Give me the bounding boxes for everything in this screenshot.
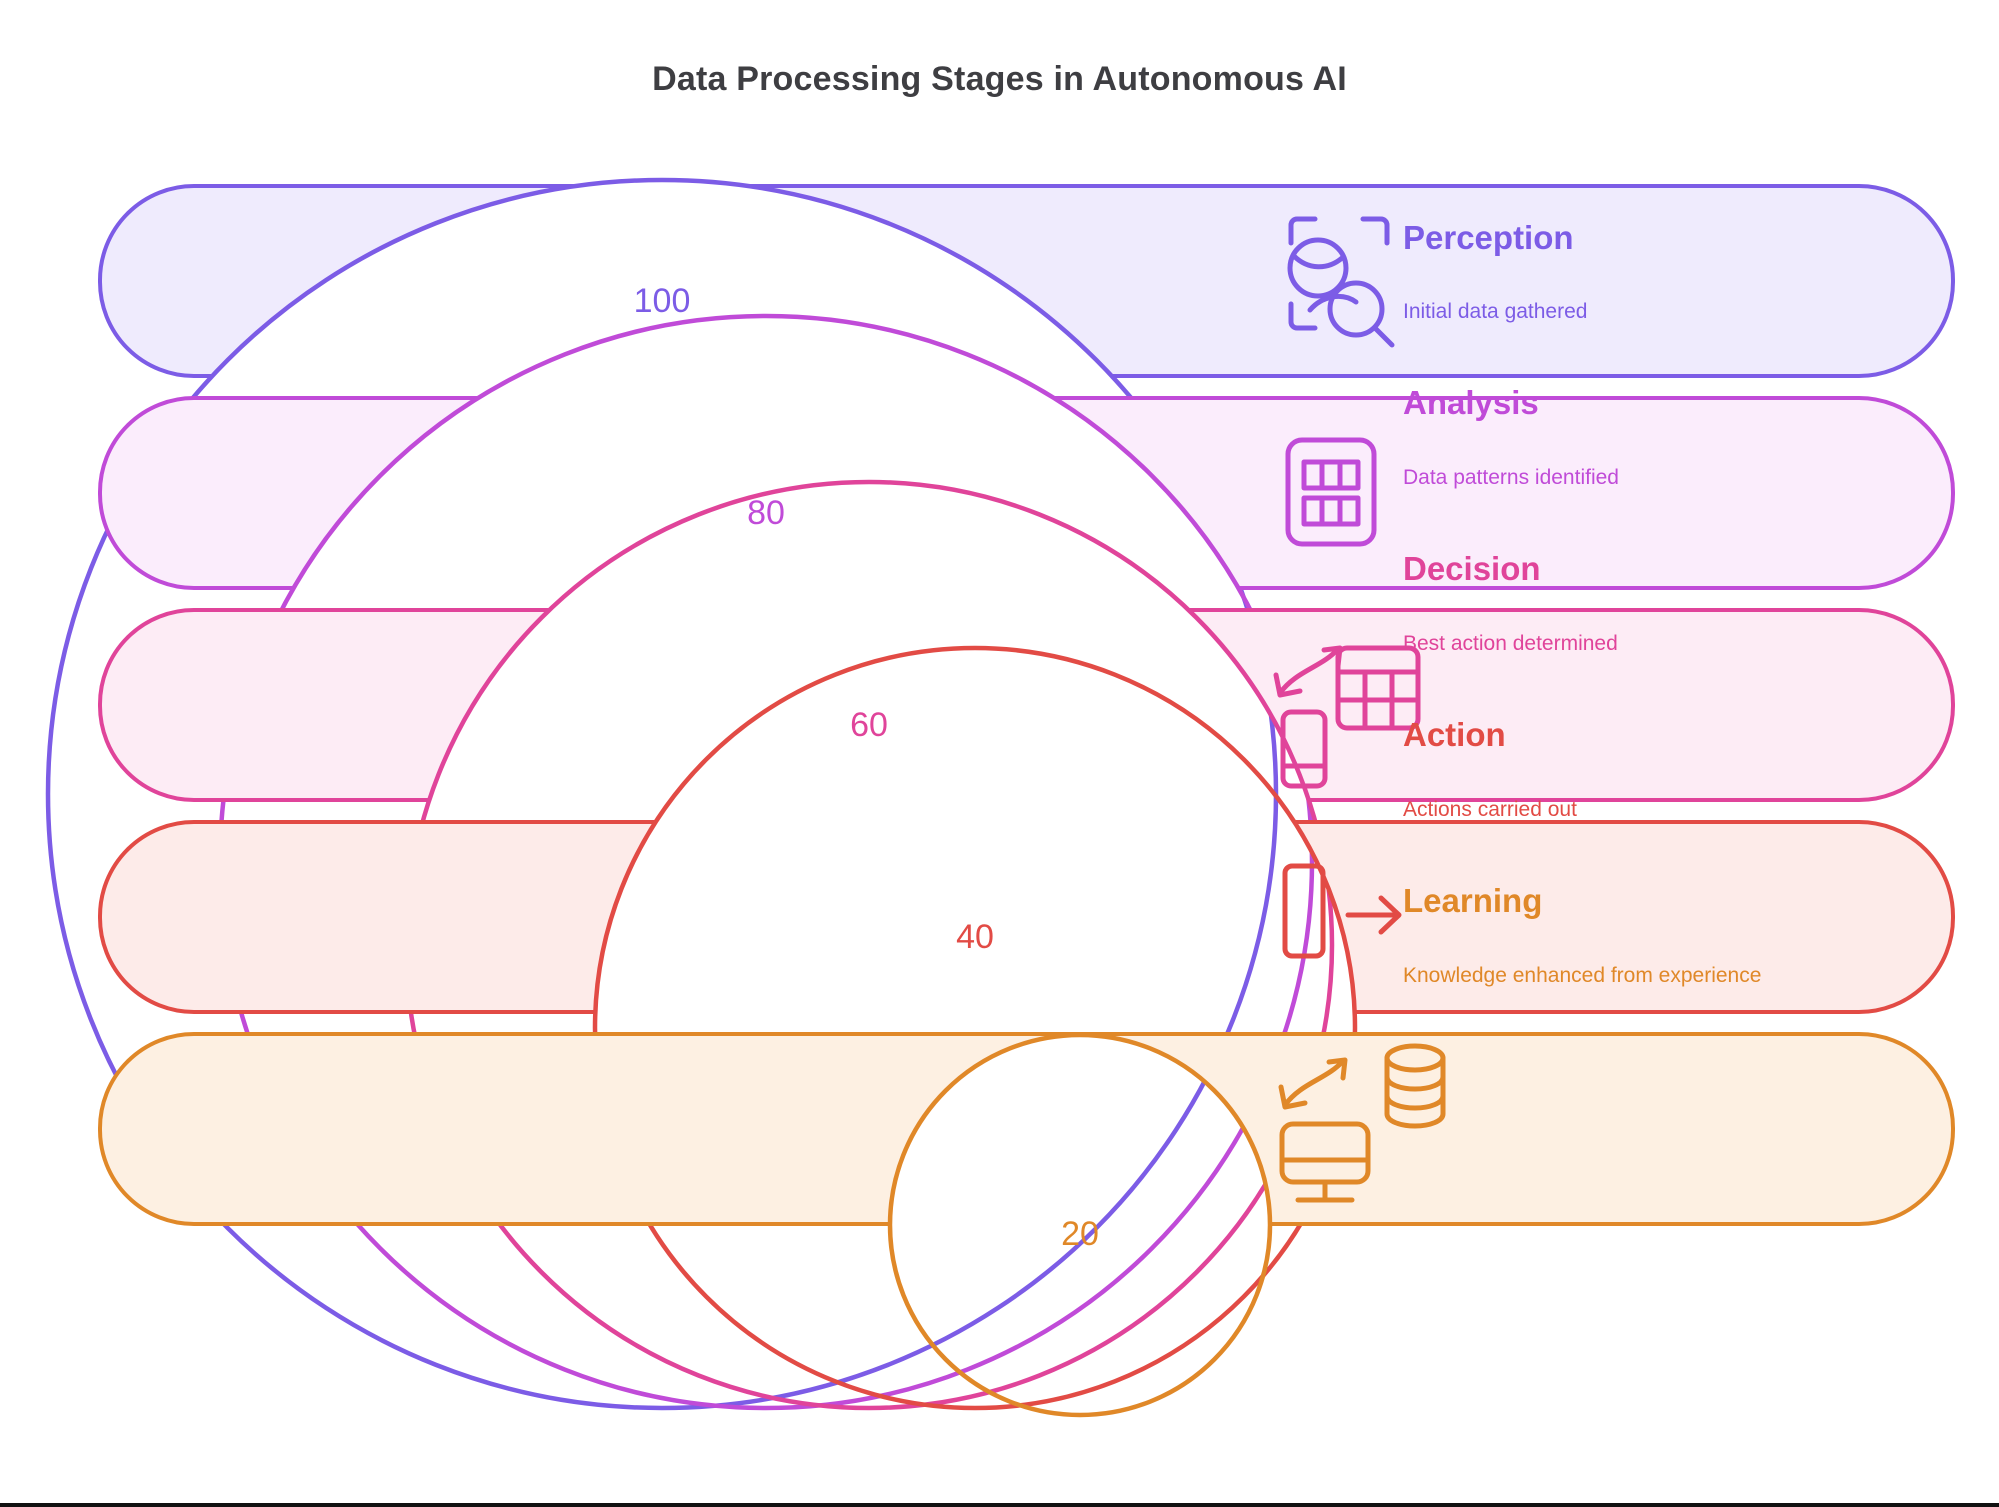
stage-label-perception: Perception <box>1403 219 1574 256</box>
stage-value-analysis: 80 <box>747 494 785 532</box>
table-grid-icon <box>1285 437 1377 547</box>
stage-value-perception: 100 <box>634 282 691 320</box>
stage-bar-learning <box>98 1032 1955 1226</box>
device-arrow-right-icon <box>1282 863 1402 959</box>
stage-desc-decision: Best action determined <box>1403 632 1618 655</box>
stage-circle-action <box>592 645 1358 1411</box>
stage-value-action: 40 <box>956 918 994 956</box>
bottom-divider <box>0 1503 1999 1507</box>
stage-value-learning: 20 <box>1061 1215 1099 1253</box>
stage-bar-perception <box>98 184 1955 378</box>
stage-label-analysis: Analysis <box>1403 384 1539 421</box>
stage-label-decision: Decision <box>1403 550 1541 587</box>
stage-bar-analysis <box>98 396 1955 590</box>
stage-label-action: Action <box>1403 716 1506 753</box>
stage-value-decision: 60 <box>850 706 888 744</box>
monitor-database-sync-icon <box>1278 1043 1446 1203</box>
stage-desc-action: Actions carried out <box>1403 798 1577 821</box>
stage-desc-analysis: Data patterns identified <box>1403 466 1619 489</box>
page-title: Data Processing Stages in Autonomous AI <box>652 60 1347 98</box>
stage-desc-perception: Initial data gathered <box>1403 300 1587 323</box>
device-arrow-table-icon <box>1273 645 1421 789</box>
stage-label-learning: Learning <box>1403 882 1542 919</box>
stage-bar-decision <box>98 608 1955 802</box>
stage-circle-learning <box>887 1032 1273 1418</box>
scan-object-search-icon <box>1287 216 1395 348</box>
stage-desc-learning: Knowledge enhanced from experience <box>1403 964 1761 987</box>
